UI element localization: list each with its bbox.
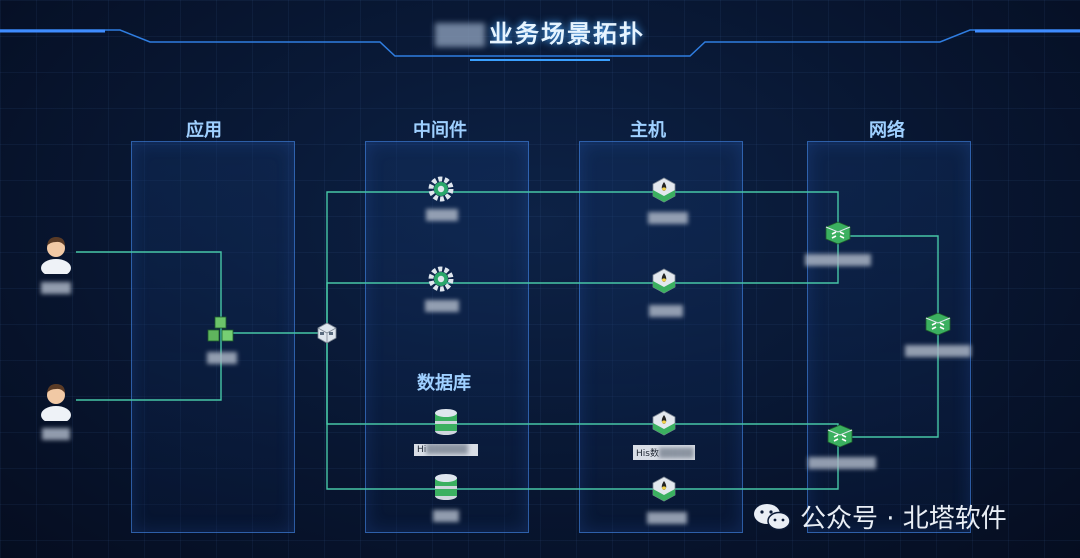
gear-icon[interactable] [427, 175, 455, 207]
database-label: Hi██████ [414, 444, 478, 456]
masked-user-label [41, 282, 71, 294]
linux-server-icon[interactable] [650, 409, 678, 441]
wechat-icon [754, 503, 791, 530]
masked-switch-label [805, 254, 871, 266]
masked-app-label [207, 352, 237, 364]
cube-cluster-icon[interactable] [206, 316, 236, 348]
user-icon[interactable] [39, 232, 73, 278]
user-icon[interactable] [39, 379, 73, 425]
masked-host-label [649, 305, 683, 317]
linux-server-icon[interactable] [650, 475, 678, 507]
watermark: 公众号 · 北塔软件 [752, 498, 1007, 535]
masked-title-prefix [435, 23, 485, 47]
column-label-network: 网络 [869, 120, 905, 141]
link-user1-app [76, 251, 222, 333]
watermark-text: 公众号 · 北塔软件 [800, 504, 1007, 534]
load-balancer-icon[interactable] [314, 320, 340, 350]
switch-icon[interactable] [826, 423, 854, 453]
header-frame [0, 29, 1080, 61]
link-lb-db2-host4-sw3 [326, 333, 839, 490]
masked-switch-label [905, 345, 971, 357]
linux-server-icon[interactable] [650, 267, 678, 299]
host-label: His数█████ [633, 445, 695, 460]
masked-middleware-label [426, 209, 458, 221]
oracle-database-icon[interactable] [434, 407, 458, 441]
link-lb-db1-host3-sw3 [326, 333, 839, 437]
switch-icon[interactable] [924, 311, 952, 341]
column-label-database: 数据库 [417, 373, 471, 394]
gear-icon[interactable] [427, 265, 455, 297]
masked-user-label [42, 428, 70, 440]
masked-switch-label [808, 457, 876, 469]
column-label-middleware: 中间件 [413, 120, 467, 141]
masked-host-label [647, 512, 687, 524]
link-sw3-sw2 [846, 326, 939, 438]
link-lb-mw1-host1-sw1 [326, 191, 839, 333]
link-sw1-sw2 [846, 235, 939, 326]
page-title: 业务场景拓扑 [0, 14, 1080, 49]
column-host [579, 141, 743, 533]
column-label-host: 主机 [630, 120, 666, 141]
masked-middleware-label [425, 300, 459, 312]
oracle-database-icon[interactable] [434, 472, 458, 506]
switch-icon[interactable] [824, 220, 852, 250]
masked-host-label [648, 212, 688, 224]
masked-database-label [433, 510, 459, 522]
column-middleware [365, 141, 529, 533]
linux-server-icon[interactable] [650, 176, 678, 208]
link-lb-mw2-host2-sw1 [326, 240, 839, 333]
column-label-app: 应用 [186, 120, 222, 141]
link-user2-app [76, 333, 222, 401]
